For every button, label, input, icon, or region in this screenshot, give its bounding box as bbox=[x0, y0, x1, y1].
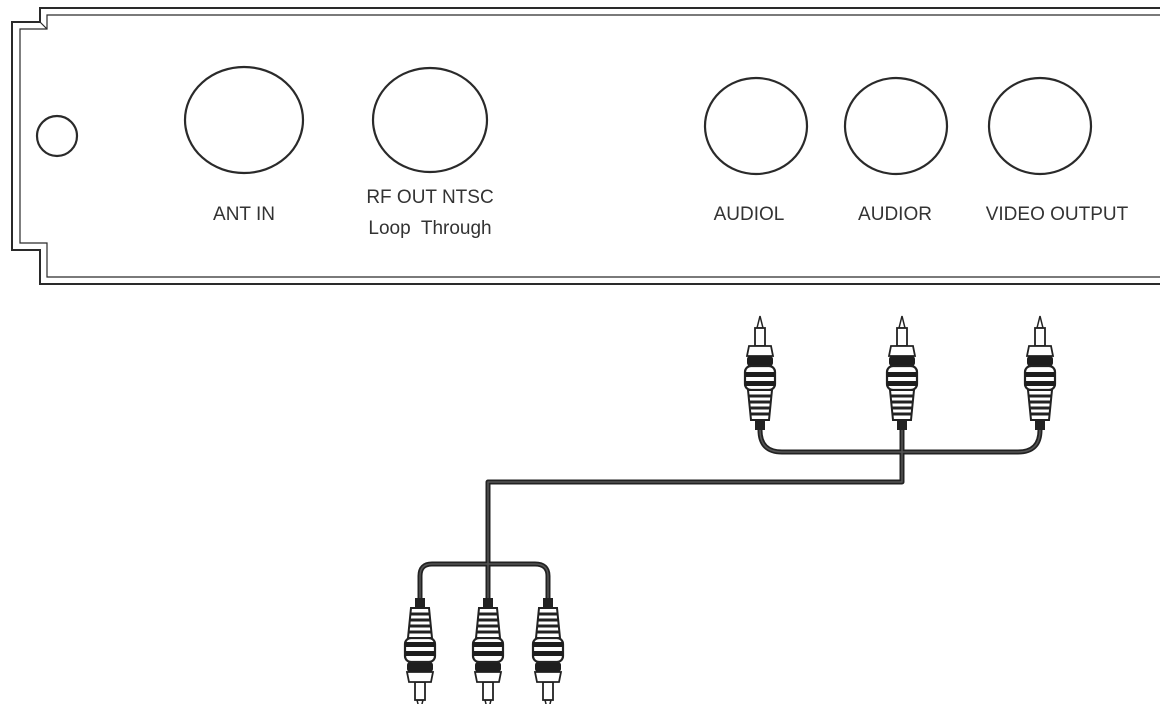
video-output-port bbox=[987, 76, 1093, 176]
rca-plug-icon bbox=[403, 596, 437, 704]
audio-r-label: AUDIOR bbox=[858, 204, 932, 225]
audio-l-port bbox=[703, 76, 809, 176]
audio-l-label: AUDIOL bbox=[714, 204, 785, 225]
rca-plug-icon bbox=[743, 314, 777, 432]
rca-plug-icon bbox=[531, 596, 565, 704]
rca-plug-icon bbox=[885, 314, 919, 432]
rca-cable bbox=[417, 427, 1043, 603]
rf-out-label-line1: RF OUT NTSC bbox=[366, 187, 493, 208]
audio-r-port bbox=[843, 76, 949, 176]
rca-plug-icon bbox=[1023, 314, 1057, 432]
rca-plug-icon bbox=[471, 596, 505, 704]
rear-panel bbox=[11, 7, 1160, 285]
mounting-hole-icon bbox=[35, 114, 79, 158]
ant-in-port bbox=[183, 65, 305, 175]
video-output-label: VIDEO OUTPUT bbox=[986, 204, 1129, 225]
ant-in-label: ANT IN bbox=[213, 204, 275, 225]
rf-out-port bbox=[371, 66, 489, 174]
rf-out-label-line2: Loop Through bbox=[368, 218, 491, 239]
